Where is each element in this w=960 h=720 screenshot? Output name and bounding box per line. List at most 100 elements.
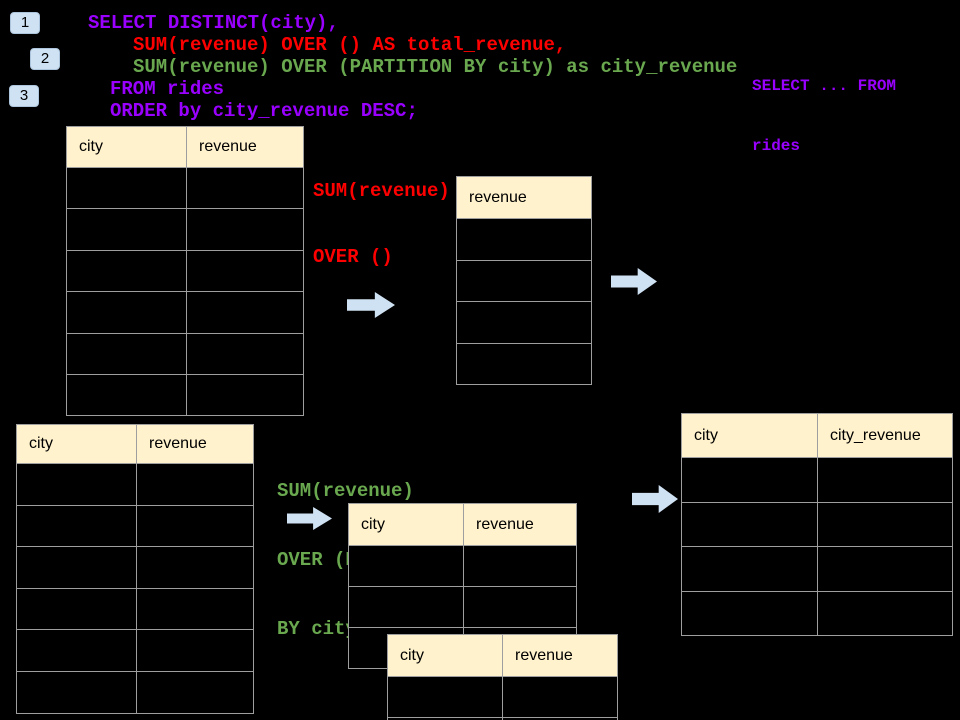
column-header-city: city — [17, 425, 137, 464]
sql-line-order-by: ORDER by city_revenue DESC; — [110, 100, 418, 122]
table-cell — [67, 333, 187, 375]
table-partition-front: city revenue — [387, 634, 618, 720]
table-row — [682, 458, 953, 503]
table-header-row: city revenue — [67, 127, 304, 168]
table-total-result: revenue — [456, 176, 592, 385]
flow-arrow-icon — [632, 485, 678, 513]
table-cell — [457, 219, 592, 261]
table-cell — [818, 547, 953, 592]
column-header-revenue: revenue — [457, 177, 592, 219]
table-cell — [682, 591, 818, 636]
table-row — [17, 505, 254, 548]
table-cell — [67, 374, 187, 417]
table-row — [17, 464, 254, 506]
table-cell — [67, 250, 187, 293]
table-row — [67, 333, 304, 375]
table-row — [67, 168, 304, 210]
table-row — [17, 588, 254, 631]
table-cell — [682, 547, 818, 592]
table-cell — [818, 502, 953, 547]
table-cell — [137, 630, 254, 672]
table-row — [457, 260, 592, 302]
table-row — [349, 546, 577, 587]
column-header-revenue: revenue — [503, 635, 618, 677]
table-row — [349, 587, 577, 628]
column-header-city: city — [388, 635, 503, 677]
table-row — [457, 219, 592, 261]
sql-line-select: SELECT DISTINCT(city), — [88, 12, 339, 34]
table-cell — [682, 502, 818, 547]
column-header-revenue: revenue — [187, 127, 304, 168]
table-cell — [17, 505, 137, 548]
table-header-row: city city_revenue — [682, 414, 953, 458]
note-line: OVER () — [313, 246, 393, 268]
table-row — [67, 374, 304, 417]
table-row — [682, 502, 953, 547]
sql-line-from: FROM rides — [110, 78, 225, 100]
table-cell — [818, 458, 953, 503]
column-header-city: city — [67, 127, 187, 168]
table-cell — [187, 292, 304, 334]
table-cell — [17, 671, 137, 714]
table-row — [17, 630, 254, 672]
table-cell — [464, 546, 577, 587]
table-cell — [457, 302, 592, 344]
table-cell — [388, 718, 503, 720]
step-badge-2: 2 — [30, 48, 60, 70]
table-cell — [457, 343, 592, 385]
table-cell — [503, 718, 618, 720]
step-badge-3: 3 — [9, 85, 39, 107]
table-row — [457, 343, 592, 385]
table-cell — [187, 168, 304, 210]
table-header-row: city revenue — [349, 504, 577, 546]
table-cell — [187, 250, 304, 293]
table-row — [682, 547, 953, 592]
column-header-city-revenue: city_revenue — [818, 414, 953, 458]
table-row — [17, 671, 254, 714]
table-cell — [17, 547, 137, 589]
table-cell — [818, 591, 953, 636]
note-select-from-rides: SELECT ... FROM rides — [752, 36, 896, 196]
note-line: SUM(revenue) — [277, 480, 414, 502]
column-header-city: city — [682, 414, 818, 458]
table-header-row: revenue — [457, 177, 592, 219]
table-cell — [17, 464, 137, 506]
table-row — [67, 209, 304, 251]
table-row — [67, 250, 304, 293]
table-cell — [67, 168, 187, 210]
table-cell — [349, 587, 464, 628]
table-row — [17, 547, 254, 589]
note-line: SUM(revenue) — [313, 180, 450, 202]
table-cell — [349, 546, 464, 587]
table-cell — [682, 458, 818, 503]
table-cell — [137, 464, 254, 506]
table-row — [388, 718, 618, 720]
column-header-revenue: revenue — [137, 425, 254, 464]
table-cell — [388, 677, 503, 718]
table-cell — [17, 630, 137, 672]
sql-line-city-revenue: SUM(revenue) OVER (PARTITION BY city) as… — [133, 56, 738, 78]
note-line: rides — [752, 137, 801, 155]
table-cell — [457, 260, 592, 302]
column-header-revenue: revenue — [464, 504, 577, 546]
note-sum-over-total: SUM(revenue) OVER () — [313, 136, 450, 312]
table-source-bottom: city revenue — [16, 424, 254, 714]
table-cell — [137, 671, 254, 714]
flow-arrow-icon — [611, 268, 657, 295]
table-cell — [67, 209, 187, 251]
table-row — [388, 677, 618, 718]
table-cell — [137, 547, 254, 589]
note-line: SELECT ... FROM — [752, 77, 897, 95]
table-cell — [187, 209, 304, 251]
table-city-revenue-result: city city_revenue — [681, 413, 953, 636]
table-row — [457, 302, 592, 344]
table-cell — [137, 505, 254, 548]
table-header-row: city revenue — [17, 425, 254, 464]
table-cell — [17, 588, 137, 631]
step-badge-1: 1 — [10, 12, 40, 34]
table-header-row: city revenue — [388, 635, 618, 677]
table-cell — [503, 677, 618, 718]
table-row — [67, 292, 304, 334]
table-cell — [187, 374, 304, 417]
